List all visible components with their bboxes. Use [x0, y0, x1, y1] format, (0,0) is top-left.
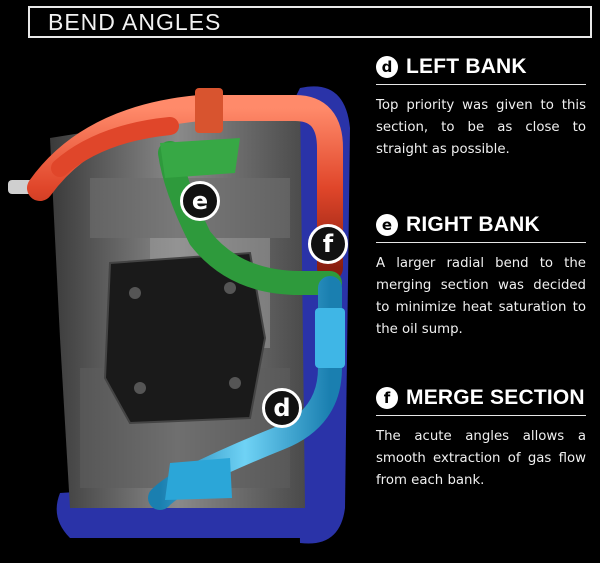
engine-illustration	[8, 86, 350, 544]
badge-e: e	[376, 214, 398, 236]
section-merge: f MERGE SECTION The acute angles allows …	[376, 383, 586, 492]
section-text: A larger radial bend to the merging sect…	[376, 256, 586, 337]
section-heading: LEFT BANK	[406, 55, 527, 78]
section-text: The acute angles allows a smooth extract…	[376, 429, 586, 488]
marker-d: d	[262, 388, 302, 428]
badge-d: d	[376, 56, 398, 78]
section-right-bank: e RIGHT BANK A larger radial bend to the…	[376, 210, 586, 341]
oil-sump	[103, 251, 267, 425]
section-text: Top priority was given to this section, …	[376, 98, 586, 157]
section-heading: MERGE SECTION	[406, 386, 585, 409]
page-title: BEND ANGLES	[48, 8, 222, 35]
divider	[376, 84, 586, 85]
right-bank-pipe	[158, 141, 342, 295]
section-heading: RIGHT BANK	[406, 213, 540, 236]
title-box: BEND ANGLES	[28, 6, 592, 38]
divider	[376, 415, 586, 416]
left-bank-flange	[195, 88, 223, 133]
marker-f: f	[308, 224, 348, 264]
badge-f: f	[376, 387, 398, 409]
section-left-bank: d LEFT BANK Top priority was given to th…	[376, 52, 586, 161]
marker-e: e	[180, 181, 220, 221]
divider	[376, 242, 586, 243]
